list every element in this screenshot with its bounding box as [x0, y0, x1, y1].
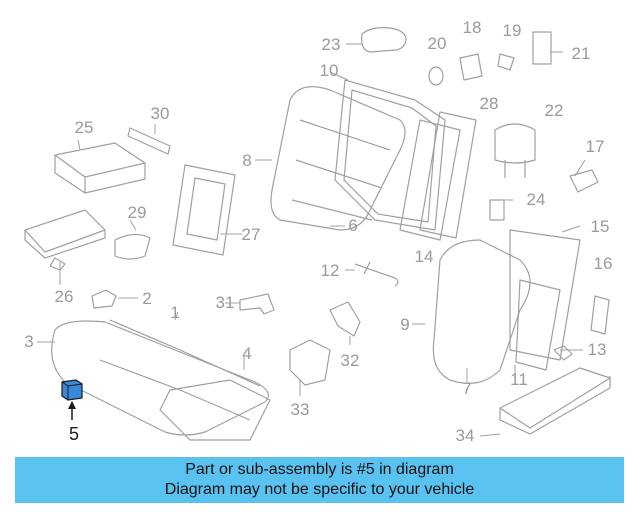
callout-34: 34 [455, 426, 475, 445]
part-24 [489, 199, 505, 221]
callout-19: 19 [502, 21, 522, 40]
seat-cushion-1 [51, 320, 269, 436]
bracket-33 [289, 339, 331, 386]
seatback-cushion-8 [270, 86, 406, 231]
callout-21: 21 [571, 44, 591, 63]
banner-line-2: Diagram may not be specific to your vehi… [164, 481, 475, 498]
part-20 [428, 66, 444, 86]
headrest-22 [494, 123, 536, 164]
callout-27: 27 [241, 225, 261, 244]
callout-4: 4 [242, 344, 252, 363]
callout-10: 10 [319, 61, 339, 80]
callout-20: 20 [427, 34, 447, 53]
callout-15: 15 [590, 217, 610, 236]
callout-28: 28 [479, 94, 499, 113]
callout-30: 30 [150, 104, 170, 123]
seatback-14 [399, 119, 461, 241]
callout-25: 25 [74, 118, 94, 137]
frame-15 [509, 229, 581, 361]
part-17 [569, 169, 599, 193]
part-29 [114, 233, 151, 260]
part-18 [459, 53, 483, 81]
callout-17: 17 [585, 137, 605, 156]
part-13 [553, 345, 573, 361]
callout-31: 31 [215, 293, 235, 312]
parts-line-art [24, 27, 611, 441]
callout-32: 32 [340, 351, 360, 370]
callout-11: 11 [510, 370, 528, 389]
part-19 [497, 53, 515, 71]
callout-8: 8 [242, 151, 252, 170]
callout-23: 23 [321, 35, 341, 54]
bolt-12 [354, 261, 399, 287]
bracket-31 [239, 293, 275, 315]
callout-2: 2 [142, 289, 152, 308]
banner-line-1: Part or sub-assembly is #5 in diagram [185, 461, 454, 478]
headrest-23 [361, 27, 407, 53]
part-16 [590, 295, 610, 335]
callout-5: 5 [68, 424, 80, 444]
frame-27 [172, 164, 236, 256]
highlighted-part-5 [61, 379, 83, 420]
box-25 [54, 142, 146, 178]
callout-29: 29 [127, 203, 147, 222]
callout-7: 7 [462, 379, 472, 398]
callout-6: 6 [348, 216, 358, 235]
info-banner: Part or sub-assembly is #5 in diagram Di… [15, 457, 624, 503]
callout-12: 12 [320, 261, 340, 280]
callout-1: 1 [170, 303, 180, 322]
part-21 [532, 31, 552, 65]
panel-11 [515, 279, 561, 371]
clip-2 [91, 289, 117, 309]
callout-22: 22 [544, 101, 564, 120]
callout-3: 3 [24, 332, 34, 351]
tray-26 [24, 209, 106, 253]
parts-diagram: 1 2 3 4 5 6 7 8 9 10 11 12 13 14 15 16 1… [24, 18, 613, 445]
callout-14: 14 [414, 247, 434, 266]
bracket-32 [329, 301, 361, 337]
callout-13: 13 [587, 340, 607, 359]
callout-16: 16 [593, 254, 613, 273]
callout-24: 24 [526, 190, 546, 209]
callout-18: 18 [462, 18, 482, 37]
panel-28 [419, 111, 477, 239]
seatback-frame-10 [334, 79, 446, 231]
callout-26: 26 [54, 287, 74, 306]
callout-9: 9 [400, 315, 410, 334]
seat-frame-4 [159, 379, 271, 441]
strip-30 [127, 127, 171, 155]
callout-33: 33 [290, 400, 310, 419]
